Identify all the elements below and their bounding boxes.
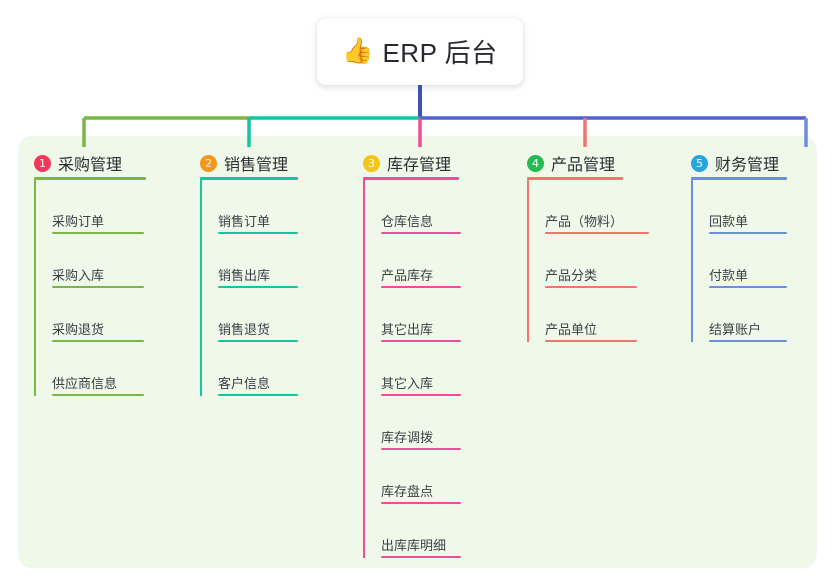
leaf-item[interactable]: 库存调拨 xyxy=(363,396,461,450)
leaf-item-underline xyxy=(218,394,298,396)
leaf-item-label: 客户信息 xyxy=(218,376,271,391)
category-column-4: 4 产品管理产品（物料） 产品分类产品单位 xyxy=(527,146,649,342)
leaf-item-label: 销售出库 xyxy=(218,268,271,283)
leaf-item-label: 回款单 xyxy=(709,214,749,229)
category-underline-1 xyxy=(34,177,146,180)
leaf-item-underline xyxy=(218,286,298,288)
category-title-4: 产品管理 xyxy=(551,157,616,174)
thumbs-up-icon: 👍 xyxy=(342,37,374,65)
leaf-item[interactable]: 仓库信息 xyxy=(363,180,461,234)
category-badge-5: 5 xyxy=(691,154,708,172)
leaf-item-underline xyxy=(52,232,144,234)
leaf-item-label: 其它入库 xyxy=(381,376,434,391)
leaf-item-underline xyxy=(218,340,298,342)
category-header-5[interactable]: 5 财务管理 xyxy=(691,146,787,180)
leaf-item[interactable]: 产品（物料） xyxy=(527,180,649,234)
leaf-item-underline xyxy=(381,394,461,396)
leaf-item-label: 销售退货 xyxy=(218,322,271,337)
leaf-item-underline xyxy=(52,286,144,288)
leaf-item-underline xyxy=(381,340,461,342)
leaf-item-label: 库存调拨 xyxy=(381,430,434,445)
category-title-5: 财务管理 xyxy=(715,157,780,174)
category-header-2[interactable]: 2 销售管理 xyxy=(200,146,298,180)
category-column-1: 1 采购管理采购订单采购入库采购退货供应商信息 xyxy=(34,146,146,396)
leaf-item-label: 其它出库 xyxy=(381,322,434,337)
root-node-erp-backend[interactable]: 👍 ERP 后台 xyxy=(317,18,523,85)
leaf-item-underline xyxy=(709,286,787,288)
category-header-1[interactable]: 1 采购管理 xyxy=(34,146,146,180)
leaf-item-label: 库存盘点 xyxy=(381,484,434,499)
leaf-item[interactable]: 库存盘点 xyxy=(363,450,461,504)
leaf-item-underline xyxy=(52,394,144,396)
leaf-item-underline xyxy=(545,286,637,288)
leaf-item-label: 供应商信息 xyxy=(52,376,118,391)
category-underline-4 xyxy=(527,177,623,180)
leaf-item-underline xyxy=(218,232,298,234)
leaf-item-label: 付款单 xyxy=(709,268,749,283)
leaf-item-underline xyxy=(381,448,461,450)
leaf-item-label: 出库库明细 xyxy=(381,538,447,553)
leaf-item-underline xyxy=(381,232,461,234)
leaf-item-underline xyxy=(381,502,461,504)
leaf-item-label: 采购退货 xyxy=(52,322,105,337)
leaf-item-underline xyxy=(545,232,649,234)
leaf-item-underline xyxy=(381,556,461,558)
leaf-item[interactable]: 采购订单 xyxy=(34,180,144,234)
category-badge-4: 4 xyxy=(527,154,544,172)
leaf-item[interactable]: 产品单位 xyxy=(527,288,637,342)
leaf-item-label: 产品（物料） xyxy=(545,214,624,229)
leaf-item[interactable]: 销售出库 xyxy=(200,234,298,288)
leaf-item[interactable]: 回款单 xyxy=(691,180,787,234)
category-title-1: 采购管理 xyxy=(58,157,123,174)
leaf-item-label: 销售订单 xyxy=(218,214,271,229)
leaf-item[interactable]: 其它出库 xyxy=(363,288,461,342)
leaf-item[interactable]: 客户信息 xyxy=(200,342,298,396)
category-badge-1: 1 xyxy=(34,154,51,172)
leaf-item-label: 仓库信息 xyxy=(381,214,434,229)
leaf-item-underline xyxy=(709,340,787,342)
leaf-item-label: 采购订单 xyxy=(52,214,105,229)
category-column-3: 3 库存管理仓库信息产品库存其它出库其它入库库存调拨库存盘点出库库明细 xyxy=(363,146,461,558)
category-title-3: 库存管理 xyxy=(387,157,452,174)
leaf-item-label: 产品单位 xyxy=(545,322,598,337)
category-column-5: 5 财务管理回款单付款单结算账户 xyxy=(691,146,787,342)
category-underline-5 xyxy=(691,177,787,180)
leaf-item-label: 产品分类 xyxy=(545,268,598,283)
leaf-item[interactable]: 采购入库 xyxy=(34,234,144,288)
diagram-panel xyxy=(18,136,817,568)
category-underline-3 xyxy=(363,177,459,180)
category-header-4[interactable]: 4 产品管理 xyxy=(527,146,623,180)
leaf-item-label: 产品库存 xyxy=(381,268,434,283)
leaf-item-label: 结算账户 xyxy=(709,322,762,337)
leaf-item-label: 采购入库 xyxy=(52,268,105,283)
leaf-item[interactable]: 销售退货 xyxy=(200,288,298,342)
category-header-3[interactable]: 3 库存管理 xyxy=(363,146,459,180)
leaf-item-underline xyxy=(709,232,787,234)
category-column-2: 2 销售管理销售订单销售出库销售退货客户信息 xyxy=(200,146,298,396)
leaf-item-underline xyxy=(381,286,461,288)
leaf-item[interactable]: 其它入库 xyxy=(363,342,461,396)
category-badge-2: 2 xyxy=(200,154,217,172)
leaf-item[interactable]: 付款单 xyxy=(691,234,787,288)
leaf-item[interactable]: 产品分类 xyxy=(527,234,637,288)
root-node-label: ERP 后台 xyxy=(382,38,498,68)
category-badge-3: 3 xyxy=(363,154,380,172)
category-underline-2 xyxy=(200,177,298,180)
leaf-item[interactable]: 结算账户 xyxy=(691,288,787,342)
leaf-item[interactable]: 销售订单 xyxy=(200,180,298,234)
leaf-item[interactable]: 产品库存 xyxy=(363,234,461,288)
leaf-item-underline xyxy=(52,340,144,342)
leaf-item[interactable]: 采购退货 xyxy=(34,288,144,342)
leaf-item[interactable]: 供应商信息 xyxy=(34,342,144,396)
leaf-item-underline xyxy=(545,340,637,342)
leaf-item[interactable]: 出库库明细 xyxy=(363,504,461,558)
category-title-2: 销售管理 xyxy=(224,157,289,174)
